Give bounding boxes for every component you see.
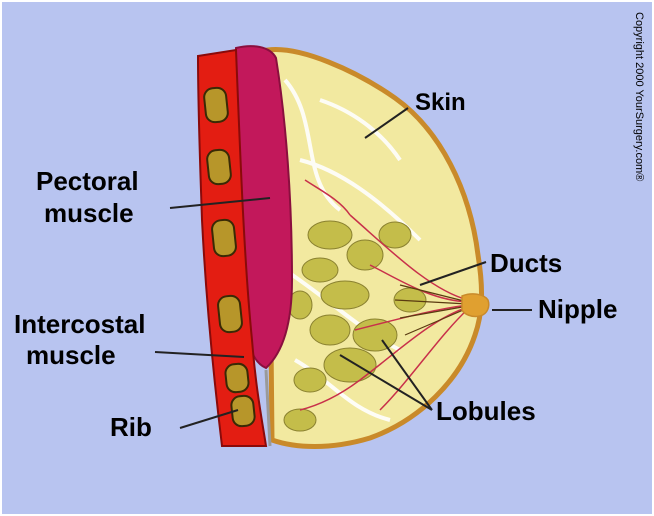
- rib-bone: [211, 219, 237, 257]
- lobule: [353, 319, 397, 351]
- lobule: [324, 348, 376, 382]
- label-skin: Skin: [415, 89, 466, 116]
- nipple: [462, 294, 489, 317]
- label-nipple: Nipple: [538, 294, 617, 324]
- label-intercostal-line1: Intercostal: [14, 309, 146, 339]
- lobule: [347, 240, 383, 270]
- lobule: [321, 281, 369, 309]
- rib-bone: [217, 295, 243, 333]
- copyright-notice: Copyright 2000 YourSurgery.com®: [633, 12, 645, 181]
- lobule: [308, 221, 352, 249]
- label-lobules: Lobules: [436, 396, 536, 426]
- lobule: [310, 315, 350, 345]
- rib-bone: [206, 149, 231, 185]
- label-intercostal-line2: muscle: [26, 340, 116, 370]
- lobule: [302, 258, 338, 282]
- lobule: [294, 368, 326, 392]
- label-pectoral-line2: muscle: [44, 198, 134, 228]
- label-ducts: Ducts: [490, 248, 562, 278]
- label-pectoral-line1: Pectoral: [36, 166, 139, 196]
- rib-bone: [203, 87, 228, 123]
- label-rib: Rib: [110, 412, 152, 442]
- lobule: [284, 409, 316, 431]
- rib-bone: [225, 363, 250, 393]
